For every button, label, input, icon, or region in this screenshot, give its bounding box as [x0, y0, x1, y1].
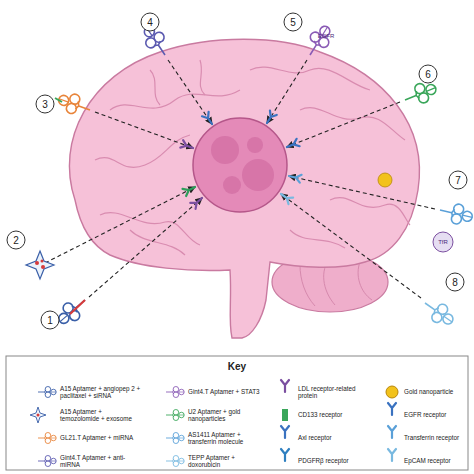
legend-text: Gint4.T Aptamer + anti-miRNA [60, 454, 142, 468]
legend-text: A15 Aptamer + temozolomide + exosome [60, 408, 142, 422]
legend-text: U2 Aptamer + gold nanoparticles [188, 408, 268, 422]
callout-number: 7 [449, 171, 468, 190]
callout-number: 6 [419, 65, 438, 84]
callout-number: 2 [7, 231, 26, 250]
legend-text: AS1411 Aptamer + transferrin molecule [188, 431, 268, 445]
legend-text: Gold nanoparticle [404, 388, 468, 395]
callout-number: 3 [36, 95, 55, 114]
key-heading: Key [228, 361, 246, 372]
legend-text: EGFR receptor [404, 411, 468, 418]
callout-number: 1 [41, 311, 60, 330]
brain-outline [69, 39, 419, 338]
legend-text: Transferrin receptor [404, 434, 468, 441]
legend-text: TEPP Aptamer + doxorubicin [188, 454, 268, 468]
legend-text: GL21.T Aptamer + miRNA [60, 434, 142, 441]
tumor [193, 118, 287, 212]
delivery-arrow [45, 60, 435, 298]
callout-number: 8 [446, 273, 465, 292]
legend-swatch [386, 386, 399, 399]
key-icons [30, 380, 396, 467]
legend-text: EpCAM receptor [404, 457, 468, 464]
legend-text: A15 Aptamer + angiopep 2 + paclitaxel + … [60, 385, 142, 399]
aptamer-construct [26, 22, 474, 330]
callout-number: 4 [141, 13, 160, 32]
legend-text: Gint4.T Aptamer + STAT3 [188, 388, 268, 395]
legend-text: LDL receptor-related protein [298, 385, 374, 399]
construct-tag: EGFR [318, 33, 335, 39]
key-box [6, 356, 468, 470]
construct-tag: TfR [438, 239, 448, 245]
brain-gyri [95, 60, 410, 255]
callout-number: 5 [284, 13, 303, 32]
legend-text: CD133 receptor [298, 411, 374, 418]
legend-text: Axl receptor [298, 434, 374, 441]
legend-text: PDGFRβ receptor [298, 457, 374, 464]
